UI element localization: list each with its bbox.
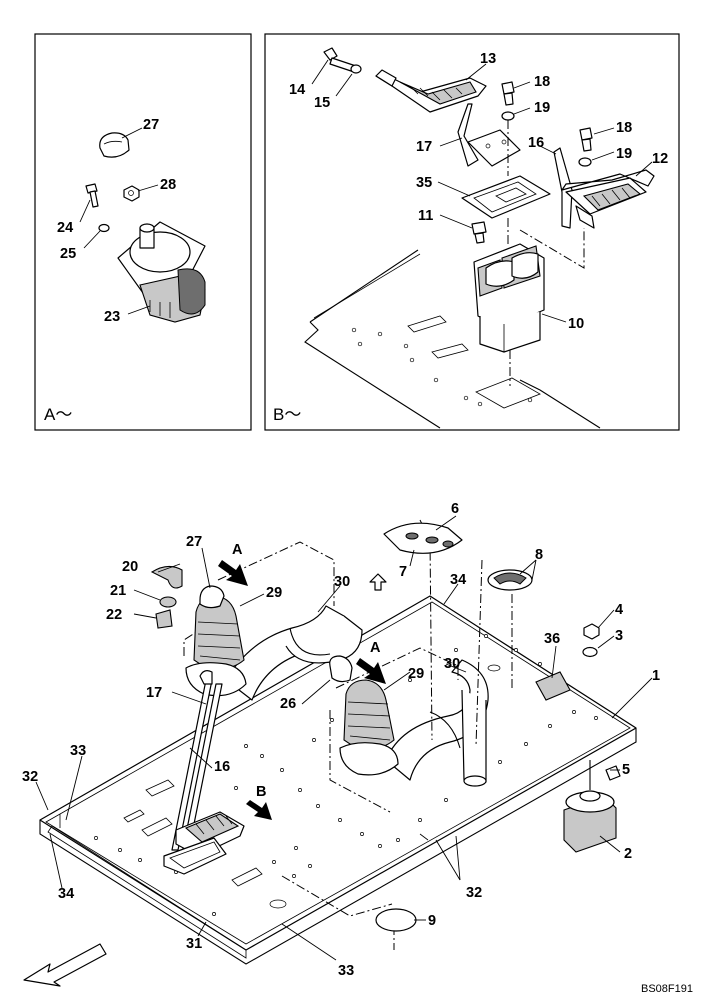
callout-16-main: 16: [214, 759, 230, 775]
pilot-valve-23: [117, 221, 206, 323]
callout-30-right: 30: [444, 656, 460, 672]
pedal-valve-10: [473, 243, 545, 353]
callout-32-bottom: 32: [466, 885, 482, 901]
nut-28: [123, 185, 140, 202]
callout-14: 14: [289, 82, 305, 98]
callout-9: 9: [428, 913, 436, 929]
bolt-11: [471, 221, 487, 235]
bolt-18a: [501, 81, 515, 95]
callout-17-main: 17: [146, 685, 162, 701]
callout-3: 3: [615, 628, 623, 644]
callout-27: 27: [143, 117, 159, 133]
washer-25: [98, 223, 110, 233]
callout-5: 5: [622, 762, 630, 778]
callout-32-left: 32: [22, 769, 38, 785]
plate-holes-main: [94, 634, 598, 916]
callout-21: 21: [110, 583, 126, 599]
view-a-arrow-icon: [218, 560, 248, 586]
main-assembly: A A B 6 7: [22, 501, 660, 987]
cover-35: [461, 175, 551, 219]
bolt-5: [605, 765, 621, 781]
callout-33-left: 33: [70, 743, 86, 759]
pedal-13: [375, 69, 487, 113]
plug-8: [487, 569, 533, 591]
callout-19a: 19: [534, 100, 550, 116]
callout-35: 35: [416, 175, 432, 191]
grip-22: [155, 609, 173, 629]
callout-2: 2: [624, 846, 632, 862]
bolt-18b: [579, 127, 593, 141]
joystick-left: [185, 585, 247, 697]
callout-24: 24: [57, 220, 73, 236]
callout-8: 8: [535, 547, 543, 563]
callout-33-bottom: 33: [338, 963, 354, 979]
duct-30-right: [385, 659, 489, 787]
callout-19b: 19: [616, 146, 632, 162]
washer-19a: [501, 111, 515, 121]
drawing-code: BS08F191: [641, 983, 693, 995]
joystick-right: [329, 655, 399, 776]
callout-1: 1: [652, 668, 660, 684]
callout-23: 23: [104, 309, 120, 325]
callout-20: 20: [122, 559, 138, 575]
callout-15: 15: [314, 95, 330, 111]
callout-27-main: 27: [186, 534, 202, 550]
view-a2-arrow-icon: [356, 658, 386, 684]
marker-a1: A: [232, 542, 243, 558]
callout-31: 31: [186, 936, 202, 952]
view-b-panel: 13 14 15 18 19 17 16 18 19 12 35 11 10 B…: [264, 33, 680, 431]
callout-18a: 18: [534, 74, 550, 90]
callout-16: 16: [528, 135, 544, 151]
view-b-arrow-icon: [246, 800, 272, 820]
view-b-frame: [264, 33, 680, 431]
view-a-frame: [34, 33, 252, 431]
nut-21: [159, 596, 177, 608]
callout-11: 11: [418, 208, 433, 224]
callout-13: 13: [480, 51, 496, 67]
callout-18b: 18: [616, 120, 632, 136]
duct-30-left: [225, 605, 363, 701]
knob-20: [150, 565, 183, 589]
callout-10: 10: [568, 316, 584, 332]
bracket-17: [457, 103, 521, 167]
pedal-12: [561, 169, 655, 229]
seal-6: [383, 522, 463, 554]
callout-7: 7: [399, 564, 407, 580]
callout-17: 17: [416, 139, 432, 155]
cap-9: [375, 908, 417, 932]
callout-36: 36: [544, 631, 560, 647]
grip-knob-27: [99, 132, 130, 158]
washer-19b: [578, 157, 592, 167]
callout-6: 6: [451, 501, 459, 517]
nut-4: [583, 623, 600, 640]
callout-4: 4: [615, 602, 623, 618]
callout-29-right: 29: [408, 666, 424, 682]
callout-26: 26: [280, 696, 296, 712]
plate-holes-b: [351, 327, 533, 407]
callout-12: 12: [652, 151, 668, 167]
callout-29-left: 29: [266, 585, 282, 601]
washer-15: [350, 64, 362, 74]
marker-a2: A: [370, 640, 381, 656]
view-a-panel: 27 28 24 25 23 A～: [34, 33, 252, 431]
callout-34-bottom: 34: [58, 886, 74, 902]
callout-34-top: 34: [450, 572, 466, 588]
front-arrow-icon: [369, 573, 387, 591]
marker-b1: B: [256, 784, 266, 800]
view-b-label: B～: [273, 405, 301, 424]
callout-22: 22: [106, 607, 122, 623]
washer-3: [582, 646, 598, 658]
plate-cutouts: [123, 664, 501, 909]
callout-28: 28: [160, 177, 176, 193]
callout-25: 25: [60, 246, 76, 262]
view-a-label: A～: [44, 405, 72, 424]
direction-arrow-icon: [23, 943, 107, 987]
callout-30-left: 30: [334, 574, 350, 590]
travel-pedals: [163, 811, 245, 875]
bolt-24: [85, 183, 99, 208]
